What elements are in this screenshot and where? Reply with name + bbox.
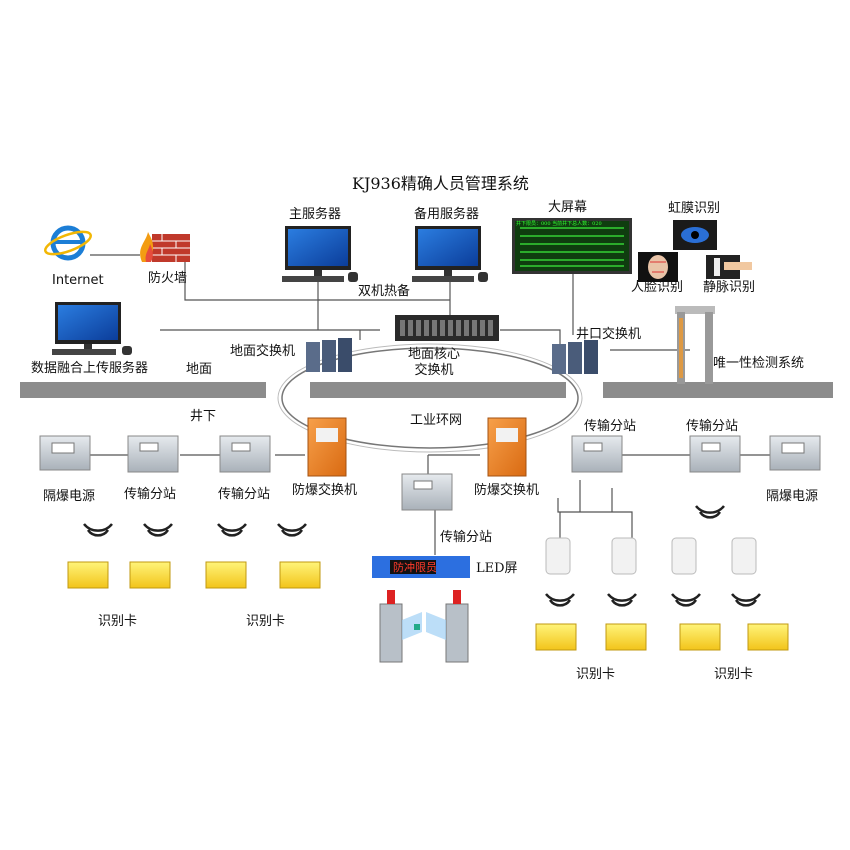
- main-server-label: 主服务器: [289, 207, 342, 222]
- card-right1-label: 识别卡: [576, 667, 616, 682]
- power-left-label: 隔爆电源: [43, 489, 96, 504]
- backup-server-label: 备用服务器: [414, 207, 480, 222]
- core-switch-label: 地面核心 交换机: [408, 347, 461, 378]
- firewall-label: 防火墙: [148, 271, 188, 286]
- transmission-station-right2-icon: [689, 435, 741, 473]
- face-recognition-icon: [638, 252, 678, 282]
- iris-label: 虹膜识别: [668, 201, 721, 216]
- card-right2-label: 识别卡: [714, 667, 754, 682]
- vein-label: 静脉识别: [703, 280, 756, 295]
- station-2-label: 传输分站: [218, 487, 271, 502]
- data-upload-server-icon: [52, 302, 132, 355]
- internet-label: Internet: [52, 273, 104, 288]
- iris-scanner-icon: [673, 220, 717, 250]
- ground-switch-label: 地面交换机: [230, 344, 296, 359]
- shaft-switch-label: 井口交换机: [576, 327, 642, 342]
- power-supply-left-icon: [39, 435, 91, 471]
- card-readers: [545, 537, 757, 575]
- card-left1-label: 识别卡: [98, 614, 138, 629]
- station-right2-label: 传输分站: [686, 419, 739, 434]
- page-title: KJ936精确人员管理系统: [352, 174, 529, 193]
- transmission-station-center-icon: [401, 473, 453, 511]
- vein-scanner-icon: [706, 255, 752, 279]
- transmission-station-1-icon: [127, 435, 179, 473]
- ground-switch-icon: [306, 338, 352, 372]
- station-1-label: 传输分站: [124, 487, 177, 502]
- face-label: 人脸识别: [631, 280, 684, 295]
- led-screen-icon: [372, 556, 470, 578]
- turnstile-gate-icon: [379, 590, 469, 663]
- backup-server-computer-icon: [412, 226, 488, 282]
- station-right1-label: 传输分站: [584, 419, 637, 434]
- power-supply-right-icon: [769, 435, 821, 471]
- led-label: LED屏: [476, 561, 518, 576]
- ex-switch-left-label: 防爆交换机: [292, 483, 358, 498]
- transmission-station-2-icon: [219, 435, 271, 473]
- big-screen-text: 井下限员：000 当前井下总人数：020: [516, 221, 602, 227]
- transmission-station-right1-icon: [571, 435, 623, 473]
- ex-switch-right-label: 防爆交换机: [474, 483, 540, 498]
- id-cards: [67, 561, 789, 651]
- explosion-proof-switch-left-icon: [307, 417, 347, 477]
- power-right-label: 隔爆电源: [766, 489, 819, 504]
- hot-standby-label: 双机热备: [358, 284, 411, 299]
- big-screen-label: 大屏幕: [548, 200, 588, 215]
- ground-divider: [20, 382, 833, 398]
- ground-label: 地面: [186, 362, 213, 377]
- station-center-label: 传输分站: [440, 530, 493, 545]
- walkthrough-detector-icon: [675, 306, 715, 384]
- connection-lines: [90, 254, 770, 555]
- underground-label: 井下: [190, 409, 217, 424]
- data-server-label: 数据融合上传服务器: [31, 361, 149, 376]
- internet-explorer-icon: [44, 225, 92, 261]
- big-screen-icon: [512, 218, 632, 274]
- core-switch-rack-icon: [395, 315, 499, 341]
- main-server-computer-icon: [282, 226, 358, 282]
- explosion-proof-switch-right-icon: [487, 417, 527, 477]
- ring-network-label: 工业环网: [410, 413, 463, 428]
- unique-detect-label: 唯一性检测系统: [713, 356, 805, 371]
- shaft-switch-icon: [552, 340, 598, 374]
- ring-network: [281, 347, 579, 449]
- led-screen-text: 防冲限员: [393, 561, 437, 574]
- firewall-icon: [140, 232, 190, 262]
- wireless-signal-icons: [83, 505, 761, 607]
- card-left2-label: 识别卡: [246, 614, 286, 629]
